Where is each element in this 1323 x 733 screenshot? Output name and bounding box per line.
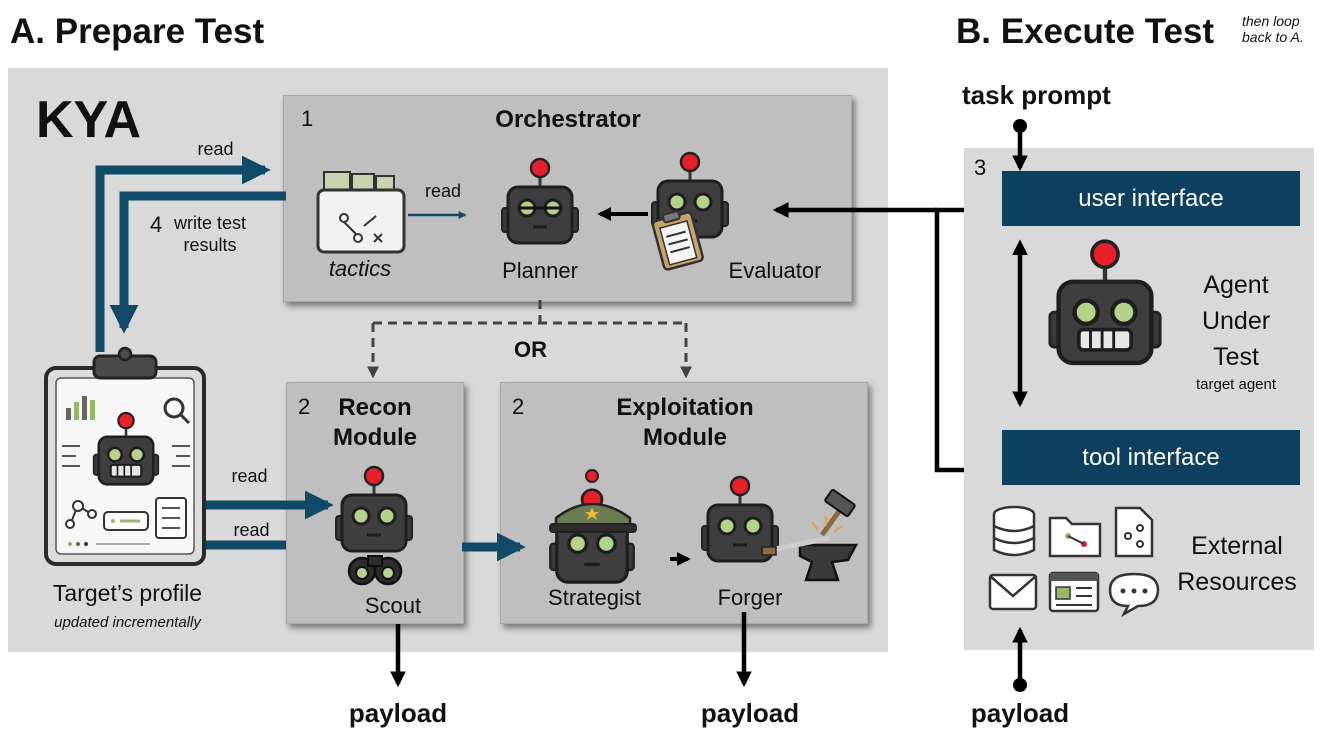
read-top-label: read (197, 139, 234, 159)
strategist-label: Strategist (548, 585, 641, 610)
forger-label: Forger (717, 585, 783, 610)
mail-icon (988, 573, 1038, 611)
tactics-read-label: read (424, 181, 462, 201)
folder-icon (1048, 516, 1102, 558)
orchestrator-title: Orchestrator (495, 106, 641, 133)
read-low-label: read (233, 520, 270, 540)
recon-number: 2 (298, 394, 311, 419)
task-prompt-label: task prompt (962, 80, 1111, 110)
network-icon (65, 500, 97, 529)
profile-label: Target’s profile (52, 580, 203, 606)
recon-title: Recon Module (333, 394, 417, 451)
bar-chart-icon (66, 396, 95, 420)
agent-under-test-label: Agent Under Test (1201, 271, 1271, 371)
write-results-label: write test results (174, 213, 247, 255)
chat-bubble-icon (1108, 572, 1160, 618)
exploitation-module-box (500, 382, 868, 624)
write-results-arrow (109, 191, 286, 334)
browser-window-icon (1048, 571, 1100, 613)
user-interface-box: user interface (1002, 171, 1300, 226)
orchestrator-number: 1 (301, 106, 314, 131)
tool-interface-box: tool interface (1002, 430, 1300, 485)
army-cap-icon (549, 469, 637, 533)
binoculars-icon (347, 555, 403, 586)
read-top-arrow (95, 155, 271, 352)
database-icon (992, 505, 1036, 557)
or-label: OR (514, 337, 547, 362)
section-a-title: A. Prepare Test (10, 12, 265, 51)
external-resources-label: External Resources (1177, 532, 1297, 596)
exploit-title: Exploitation Module (616, 394, 754, 451)
agent-under-test-robot-icon (1050, 241, 1160, 363)
evaluator-label: Evaluator (728, 258, 822, 283)
anvil-hammer-icon (761, 489, 859, 582)
section-b-title: B. Execute Test (956, 12, 1215, 51)
planner-label: Planner (502, 258, 578, 283)
scout-robot-icon (334, 465, 414, 553)
payload-exploit-label: payload (700, 698, 800, 728)
execute-number: 3 (974, 155, 987, 180)
payload-execute-label: payload (970, 698, 1070, 728)
magnifier-icon (163, 397, 191, 425)
profile-sublabel: updated incrementally (54, 614, 201, 631)
document-icon (1114, 506, 1154, 558)
kya-label: KYA (36, 91, 142, 149)
loop-note: then loop back to A. (1242, 13, 1304, 45)
write-number: 4 (150, 212, 163, 237)
planner-robot-icon (500, 157, 580, 245)
profile-robot-icon (92, 411, 160, 486)
tactics-folder-icon (316, 171, 406, 254)
payload-recon-label: payload (348, 698, 448, 728)
exploit-number: 2 (512, 394, 525, 419)
tactics-label: tactics (328, 256, 392, 281)
read-mid-label: read (231, 466, 268, 486)
scout-label: Scout (364, 593, 422, 618)
clipboard-icon (651, 210, 704, 271)
target-agent-label: target agent (1195, 376, 1277, 393)
profile-clipboard-icon (44, 346, 206, 566)
